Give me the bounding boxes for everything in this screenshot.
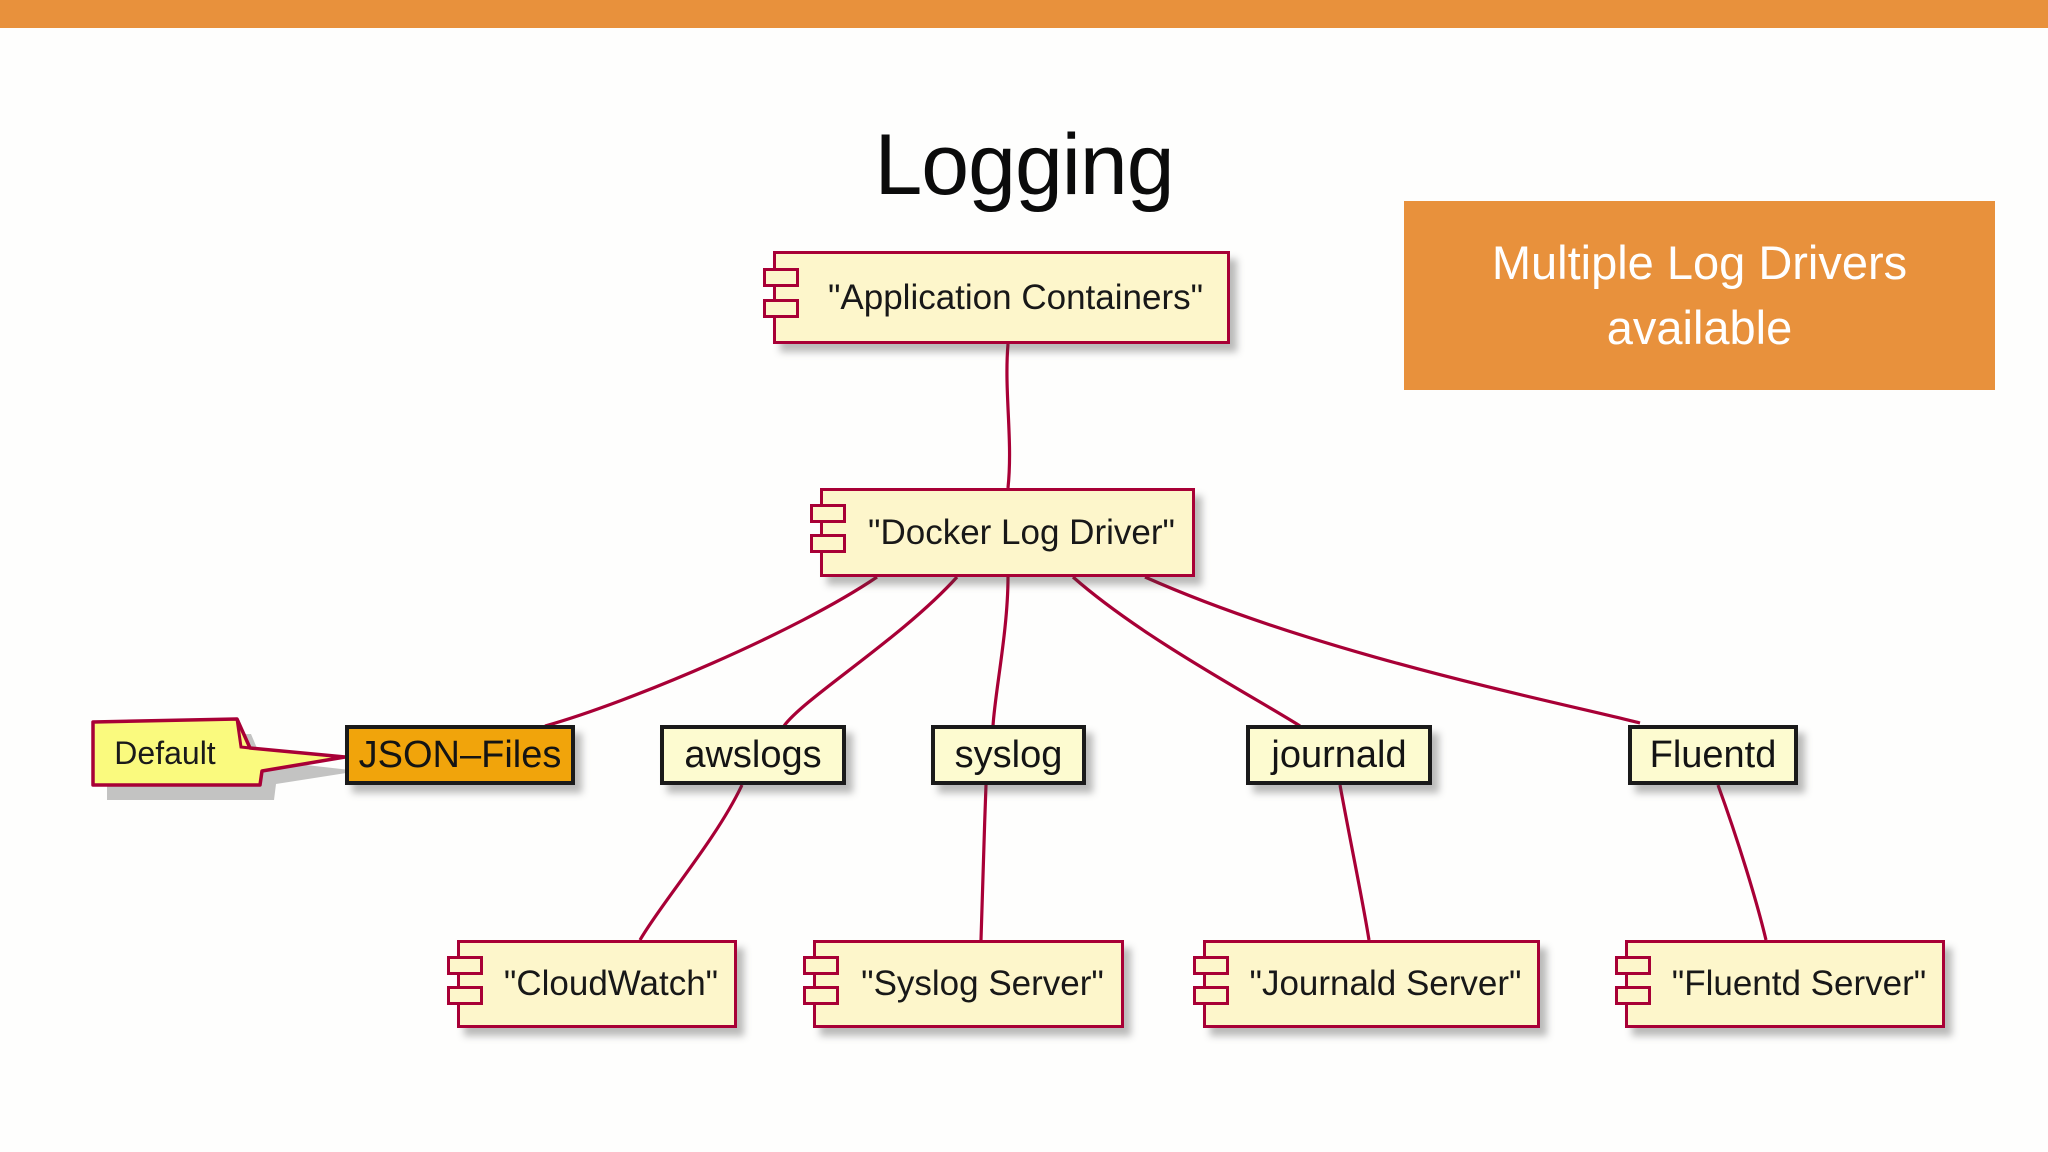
component-icon <box>1193 943 1233 1025</box>
page-title: Logging <box>874 117 1174 213</box>
component-label: "CloudWatch" <box>503 964 719 1003</box>
component-label: "Docker Log Driver" <box>868 512 1175 552</box>
component-docker-log-driver: "Docker Log Driver" <box>810 488 1195 577</box>
edge-fluentd-fluentdserver <box>1716 784 1768 941</box>
edge-dockerlogdriver-fluentd <box>1144 575 1641 725</box>
driver-fluentd: Fluentd <box>1628 725 1798 785</box>
edge-journald-journaldserver <box>1338 784 1371 941</box>
driver-label: syslog <box>954 733 1063 776</box>
edge-dockerlogdriver-journald <box>1071 575 1301 728</box>
component-label: "Application Containers" <box>827 277 1204 317</box>
component-fluentd-server: "Fluentd Server" <box>1615 940 1945 1028</box>
component-label: "Syslog Server" <box>861 964 1104 1003</box>
component-icon <box>803 943 843 1025</box>
note-default: Default <box>114 735 216 771</box>
edge-syslog-syslogserver <box>979 784 988 941</box>
component-icon <box>1615 943 1655 1025</box>
note-fold-crease <box>235 718 251 750</box>
component-application-containers: "Application Containers" <box>763 251 1230 344</box>
driver-syslog: syslog <box>931 725 1086 785</box>
component-icon <box>447 943 487 1025</box>
component-cloudwatch: "CloudWatch" <box>447 940 737 1028</box>
driver-awslogs: awslogs <box>660 725 846 785</box>
driver-label: journald <box>1271 733 1407 776</box>
edge-appcontainers-dockerlogdriver <box>1005 343 1012 489</box>
component-icon <box>763 254 803 341</box>
driver-journald: journald <box>1246 725 1432 785</box>
component-label: "Fluentd Server" <box>1671 964 1927 1003</box>
component-icon <box>810 491 850 574</box>
edge-awslogs-cloudwatch <box>638 784 744 941</box>
callout-line-2: available <box>1606 300 1793 354</box>
callout-line-1: Multiple Log Drivers <box>1491 235 1908 289</box>
driver-label: Fluentd <box>1649 733 1777 776</box>
component-label: "Journald Server" <box>1249 964 1522 1003</box>
component-journald-server: "Journald Server" <box>1193 940 1540 1028</box>
edge-dockerlogdriver-jsonfiles <box>544 575 878 728</box>
driver-json-files: JSON–Files <box>345 725 575 785</box>
driver-label: awslogs <box>684 733 822 776</box>
component-syslog-server: "Syslog Server" <box>803 940 1124 1028</box>
edge-dockerlogdriver-syslog <box>991 576 1010 727</box>
top-banner <box>0 0 2048 28</box>
driver-label: JSON–Files <box>358 733 562 776</box>
callout-box: Multiple Log Drivers available <box>1404 201 1995 390</box>
edge-dockerlogdriver-awslogs <box>782 575 959 727</box>
